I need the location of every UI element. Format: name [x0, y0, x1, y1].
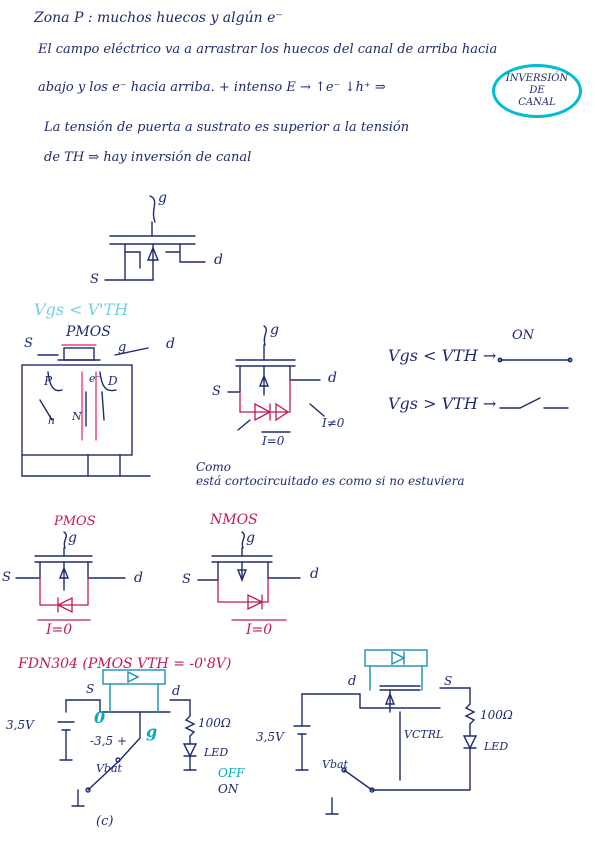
pmos-cross-section — [21, 347, 151, 477]
bl-caption: (c) — [96, 814, 114, 829]
switch-row-1: Vgs < VTH → — [388, 346, 497, 365]
mid-i-zero: I=0 — [262, 434, 285, 448]
bubble-line-1: INVERSIÓN — [505, 73, 569, 84]
mosfet-symbol-top — [104, 195, 206, 281]
pmos-e-label: e⁻ — [89, 372, 102, 385]
nmos-small-diode — [217, 577, 287, 621]
pmos-h-label: h — [48, 414, 56, 427]
bl-on: ON — [218, 782, 239, 796]
pmos-d-label: d — [166, 336, 175, 352]
note-line-4: La tensión de puerta a sustrato es super… — [44, 120, 410, 135]
bubble-line-3: CANAL — [518, 97, 556, 108]
short-note-line-2: está cortocircuitado es como si no estuv… — [196, 474, 465, 488]
fdn304-title: FDN304 (PMOS VTH = -0'8V) — [18, 656, 232, 672]
short-note-line-1: Como — [196, 460, 232, 474]
nmos-small-title: NMOS — [210, 512, 258, 528]
mid-gate-label: g — [270, 322, 279, 338]
pmos-title: PMOS — [66, 324, 111, 340]
mid-drain-label: d — [328, 370, 337, 386]
mid-source-label: S — [212, 384, 221, 399]
nmos-small-g: g — [246, 530, 255, 546]
pmos-small-s: S — [2, 570, 11, 585]
bl-d-label: d — [172, 684, 181, 699]
inversion-bubble: INVERSIÓN DE CANAL — [492, 64, 582, 118]
br-resistor: 100Ω — [480, 708, 513, 722]
bl-vbat: Vbat — [96, 762, 122, 775]
bottom-left-circuit — [57, 699, 198, 807]
br-source-voltage: 3,5V — [256, 730, 284, 744]
bottom-left-cyan — [102, 669, 166, 713]
bl-led: LED — [204, 746, 229, 759]
mid-arrows — [237, 403, 325, 433]
switch-on-label: ON — [512, 328, 535, 343]
pmos-p-region: P — [44, 374, 53, 388]
nmos-symbol-small — [197, 531, 301, 582]
bl-zero-label: 0 — [94, 708, 106, 727]
top-gate-label: g — [158, 190, 167, 206]
nmos-small-s: S — [182, 572, 191, 587]
note-line-2: El campo eléctrico va a arrastrar los hu… — [38, 42, 498, 57]
pmos-symbol-small — [15, 531, 126, 591]
bl-off: OFF — [218, 766, 245, 780]
bl-source-voltage: 3,5V — [6, 718, 34, 732]
br-vbat: Vbat — [322, 758, 348, 771]
bl-mid-voltage: -3,5 + — [90, 734, 128, 748]
bottom-right-cyan — [364, 649, 428, 691]
top-drain-label: d — [214, 252, 223, 268]
vgs-watermark-label: Vgs < V'TH — [34, 300, 129, 319]
bottom-right-circuit — [293, 685, 478, 815]
pmos-g-label: g — [118, 340, 127, 355]
note-line-1: Zona P : muchos huecos y algún e⁻ — [34, 10, 283, 26]
bl-resistor: 100Ω — [198, 716, 231, 730]
nmos-small-d: d — [310, 566, 319, 582]
br-led: LED — [484, 740, 509, 753]
br-s-label: S — [444, 674, 453, 688]
pmos-cross-pink — [61, 344, 97, 441]
pmos-s-label: S — [24, 336, 33, 351]
mid-i-nonzero: I≠0 — [322, 416, 345, 430]
note-line-3: abajo y los e⁻ hacia arriba. + intenso E… — [38, 80, 386, 95]
br-vctrl: VCTRL — [404, 728, 444, 741]
pmos-n-label: N — [72, 410, 82, 423]
mosfet-symbol-mid — [227, 325, 321, 396]
switch-symbols — [497, 357, 573, 409]
pmos-small-title: PMOS — [54, 514, 96, 529]
pmos-small-i-zero: I=0 — [46, 622, 73, 638]
pmos-small-g: g — [68, 530, 77, 546]
bl-s-label: S — [86, 682, 95, 696]
switch-row-2: Vgs > VTH → — [388, 394, 497, 413]
note-line-5: de TH ⇒ hay inversión de canal — [44, 150, 252, 165]
mid-diode-pink — [239, 379, 291, 422]
top-source-label: S — [90, 272, 99, 287]
nmos-small-i-zero: I=0 — [246, 622, 273, 638]
pmos-d-region: D — [108, 374, 118, 388]
bl-g-label: g — [146, 722, 158, 741]
bubble-line-2: DE — [529, 85, 545, 96]
br-d-label: d — [348, 674, 357, 689]
pmos-small-diode — [37, 577, 91, 621]
pmos-small-d: d — [134, 570, 143, 586]
